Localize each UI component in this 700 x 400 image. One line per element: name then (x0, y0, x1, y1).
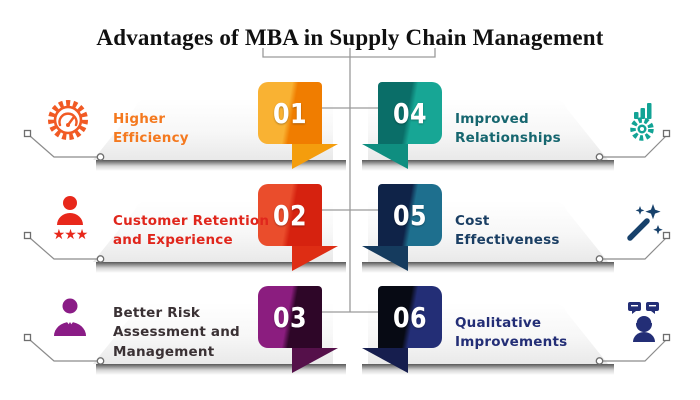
qualitative-head-bubbles-icon (620, 298, 668, 350)
number-badge-04: 04 (378, 82, 442, 144)
item-label: Customer Retention and Experience (113, 212, 270, 248)
relationships-gear-chart-icon (618, 98, 666, 148)
efficiency-gauge-icon (44, 96, 92, 148)
card-shadow (362, 160, 614, 171)
number-badge-06: 06 (378, 286, 442, 348)
item-label: Better Risk Assessment and Management (113, 305, 240, 360)
badge-number: 03 (273, 300, 307, 334)
badge-number: 01 (273, 96, 307, 130)
svg-text:★★★: ★★★ (53, 227, 88, 243)
risk-person-icon (46, 294, 94, 348)
number-badge-01: 01 (258, 82, 322, 144)
card-shadow (96, 262, 346, 273)
card-shadow (362, 364, 614, 375)
badge-number: 05 (393, 198, 427, 232)
cost-wand-icon (620, 198, 668, 250)
badge-number: 04 (393, 96, 427, 130)
customer-stars-icon: ★★★ (46, 192, 94, 250)
item-label: Qualitative Improvements (455, 314, 568, 350)
number-badge-05: 05 (378, 184, 442, 246)
number-badge-03: 03 (258, 286, 322, 348)
card-shadow (96, 364, 346, 375)
item-label: Improved Relationships (455, 110, 561, 146)
number-badge-02: 02 (258, 184, 322, 246)
page-title: Advantages of MBA in Supply Chain Manage… (96, 25, 604, 50)
badge-number: 02 (273, 198, 307, 232)
card-shadow (96, 160, 346, 171)
item-label: Higher Efficiency (113, 110, 189, 146)
card-shadow (362, 262, 614, 273)
item-label: Cost Effectiveness (455, 212, 560, 248)
badge-number: 06 (393, 300, 427, 334)
